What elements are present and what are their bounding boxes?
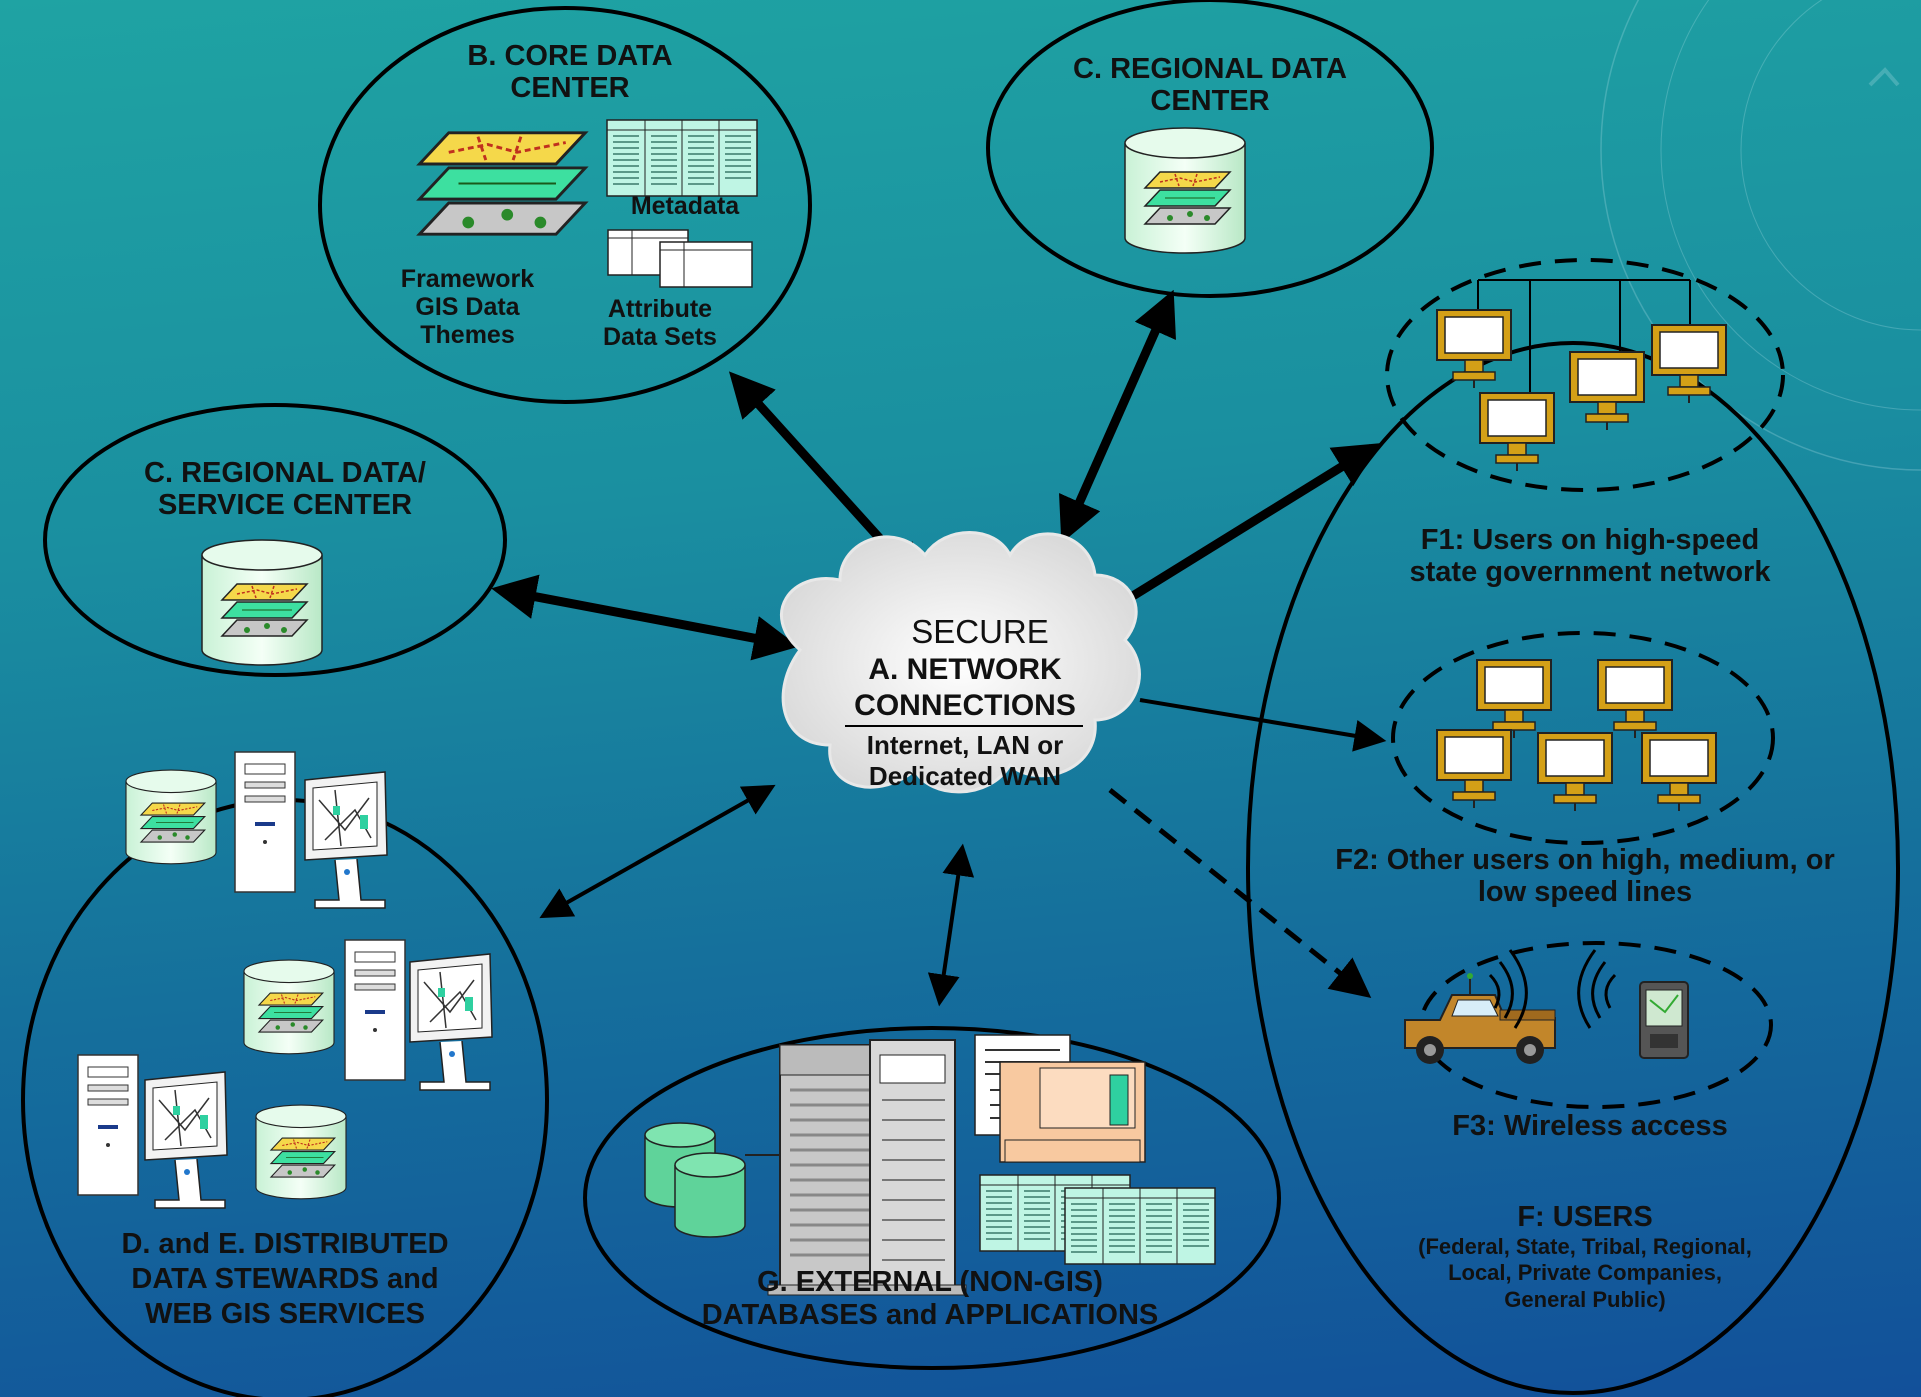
f2-monitor-icon-2 — [1597, 659, 1673, 739]
f2-monitor-icon-3 — [1436, 729, 1512, 809]
framework-gis-layers-icon — [418, 131, 587, 236]
f1-monitor-icon-3 — [1569, 351, 1645, 431]
steward-map-monitor-icon-1 — [304, 771, 388, 909]
handheld-device-icon — [1639, 981, 1689, 1059]
mainframe-server-icon — [767, 1039, 967, 1296]
steward-server-icon-2 — [344, 939, 406, 1081]
service-center-database-icon — [202, 540, 322, 665]
background-dial — [1600, 0, 1921, 471]
external-databases-title: G. EXTERNAL (NON-GIS)DATABASES and APPLI… — [701, 1266, 1159, 1331]
f2-monitor-icon-1 — [1476, 659, 1552, 739]
external-databases-ellipse — [583, 1026, 1281, 1370]
attribute-data-sets-icon — [607, 229, 753, 288]
regional-database-icon — [1125, 128, 1245, 253]
steward-server-icon-3 — [77, 1054, 139, 1196]
arrow-service-center-to-network — [491, 574, 799, 661]
steward-database-icon-1 — [126, 770, 216, 864]
external-database-cylinders-icon — [644, 1122, 780, 1238]
wireless-signal-icon-2 — [1577, 949, 1617, 1029]
f-users-list: (Federal, State, Tribal, Regional,Local,… — [1418, 1234, 1752, 1312]
network-cloud — [780, 531, 1141, 794]
steward-database-icon-2 — [244, 960, 334, 1054]
printer-icon — [999, 1061, 1146, 1163]
users-ellipse — [1246, 341, 1900, 1395]
metadata-table-icon — [606, 119, 758, 197]
f-users-title: F: USERS — [1517, 1201, 1653, 1233]
arrow-network-to-f2 — [1139, 698, 1387, 752]
f3-label: F3: Wireless access — [1452, 1110, 1728, 1142]
arrow-regional-to-network — [1059, 289, 1176, 544]
f1-network-ellipse — [1385, 258, 1785, 492]
steward-map-monitor-icon-2 — [409, 953, 493, 1091]
arrow-network-to-external — [927, 843, 975, 1007]
f1-monitor-icon-1 — [1436, 309, 1512, 389]
service-center-title: C. REGIONAL DATA/SERVICE CENTER — [144, 457, 426, 522]
f2-monitor-icon-5 — [1641, 732, 1717, 812]
f1-network-lines — [1477, 279, 1691, 392]
regional-service-center-ellipse — [43, 403, 507, 677]
f1-monitor-icon-4 — [1651, 324, 1727, 404]
f2-monitor-icon-4 — [1537, 732, 1613, 812]
regional-data-center-ellipse — [986, 0, 1434, 298]
wireless-signal-icon-1 — [1488, 949, 1528, 1029]
arrow-network-to-f1 — [1112, 443, 1380, 611]
core-data-center-ellipse — [318, 6, 812, 404]
cloud-labels: SECURE A. NETWORK CONNECTIONS Internet, … — [854, 613, 1076, 791]
steward-database-icon-3 — [256, 1105, 346, 1199]
arrow-distributed-to-network — [539, 784, 776, 919]
metadata-label: Metadata — [630, 192, 740, 220]
external-spreadsheet-icon-2 — [1064, 1187, 1216, 1265]
steward-map-monitor-icon-3 — [144, 1071, 228, 1209]
arrow-network-to-f3 — [1108, 788, 1372, 998]
f1-monitor-icon-2 — [1479, 392, 1555, 472]
f2-network-ellipse — [1391, 631, 1775, 845]
steward-server-icon-1 — [234, 751, 296, 893]
pickup-truck-icon — [1404, 973, 1556, 1064]
